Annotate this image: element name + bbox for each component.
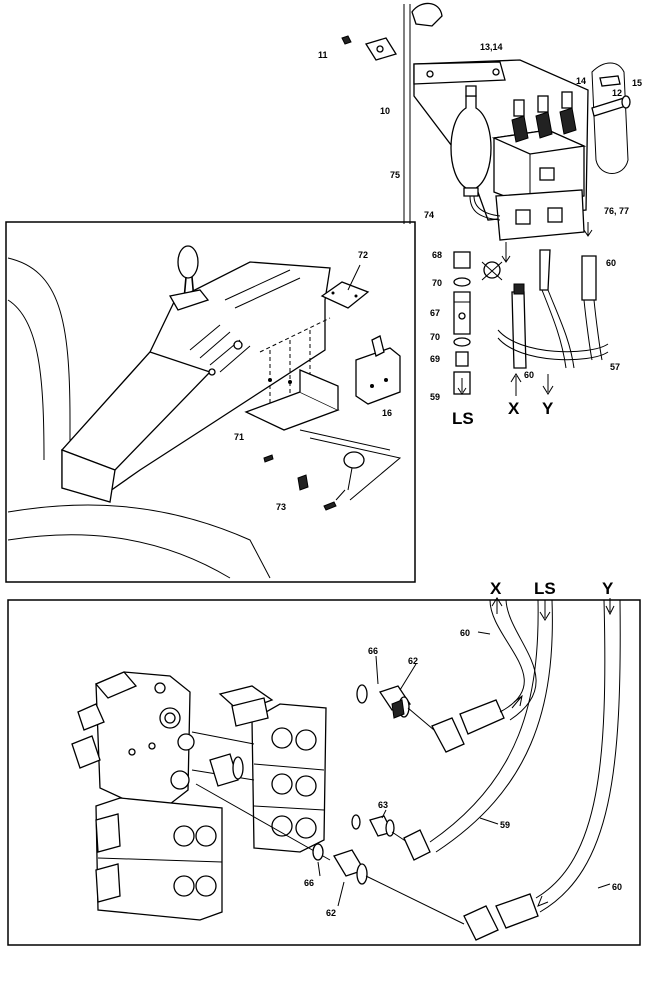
callout-70-b: 70 <box>430 332 440 342</box>
callout-60-top: 60 <box>460 628 470 638</box>
callout-60-b: 60 <box>524 370 534 380</box>
callout-62-bottom: 62 <box>326 908 336 918</box>
top-callouts: 11 13,14 14 15 12 10 75 74 76, 77 68 70 … <box>234 42 642 512</box>
callout-66-top: 66 <box>368 646 378 656</box>
port-label-x-bottom: X <box>490 579 502 598</box>
pilot-valve-assembly <box>341 2 631 241</box>
callout-66-bottom: 66 <box>304 878 314 888</box>
callout-76-77: 76, 77 <box>604 206 629 216</box>
callout-57: 57 <box>610 362 620 372</box>
hose-connection-panel <box>7 597 641 946</box>
callout-13-14: 13,14 <box>480 42 503 52</box>
callout-59: 59 <box>500 820 510 830</box>
port-label-x-top: X <box>508 399 520 418</box>
callout-63: 63 <box>378 800 388 810</box>
bottom-callouts: 60 66 62 63 59 66 62 60 <box>304 628 622 918</box>
port-label-y-top: Y <box>542 399 554 418</box>
callout-10: 10 <box>380 106 390 116</box>
callout-68: 68 <box>432 250 442 260</box>
port-labels: LS X Y X LS Y <box>452 399 614 598</box>
callout-11: 11 <box>318 50 328 60</box>
callout-59: 59 <box>430 392 440 402</box>
callout-12: 12 <box>612 88 622 98</box>
callout-60-bottom: 60 <box>612 882 622 892</box>
fittings-column <box>453 222 609 396</box>
callout-16: 16 <box>382 408 392 418</box>
callout-60-a: 60 <box>606 258 616 268</box>
armrest-panel <box>5 221 416 583</box>
port-label-y-bottom: Y <box>602 579 614 598</box>
callout-67: 67 <box>430 308 440 318</box>
callout-15: 15 <box>632 78 642 88</box>
callout-71: 71 <box>234 432 244 442</box>
port-label-ls-bottom: LS <box>534 579 556 598</box>
callout-70-a: 70 <box>432 278 442 288</box>
port-label-ls-top: LS <box>452 409 474 428</box>
callout-72: 72 <box>358 250 368 260</box>
callout-62-top: 62 <box>408 656 418 666</box>
callout-75: 75 <box>390 170 400 180</box>
callout-73: 73 <box>276 502 286 512</box>
callout-69: 69 <box>430 354 440 364</box>
callout-74: 74 <box>424 210 434 220</box>
callout-14: 14 <box>576 76 586 86</box>
